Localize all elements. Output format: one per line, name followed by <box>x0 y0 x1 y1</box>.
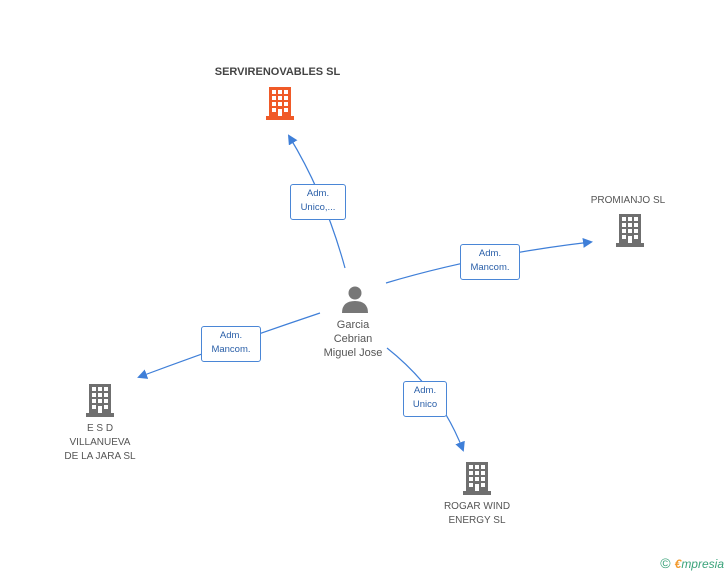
company-label-rogar[interactable]: ROGAR WIND ENERGY SL <box>443 501 511 526</box>
building-icon[interactable] <box>84 383 116 417</box>
edge-label-esd: Adm. Mancom. <box>201 326 261 362</box>
edge-label-servirenovables: Adm. Unico,... <box>290 184 346 220</box>
company-label-esd[interactable]: E S D VILLANUEVA DE LA JARA SL <box>64 423 136 462</box>
building-icon[interactable] <box>264 86 296 120</box>
person-icon[interactable] <box>340 284 370 314</box>
building-icon[interactable] <box>461 461 493 495</box>
brand-logo-text: mpresia <box>681 557 724 571</box>
edge-label-rogar: Adm. Unico <box>403 381 447 417</box>
company-label-servirenovables[interactable]: SERVIRENOVABLES SL <box>214 66 341 78</box>
building-icon[interactable] <box>614 213 646 247</box>
brand-logo-initial: € <box>674 557 682 571</box>
brand-footer: ©€mpresia <box>660 555 724 571</box>
company-label-promianjo[interactable]: PROMIANJO SL <box>590 195 666 206</box>
person-name[interactable]: Garcia Cebrian Miguel Jose <box>323 319 383 359</box>
copyright-symbol: © <box>660 555 671 571</box>
edge-label-promianjo: Adm. Mancom. <box>460 244 520 280</box>
